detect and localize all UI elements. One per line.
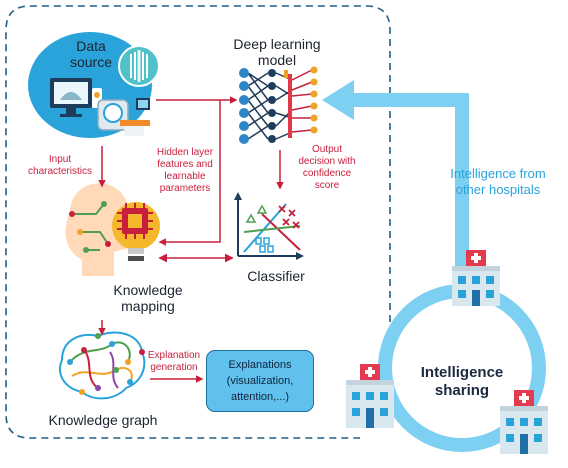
- explanations-box: Explanations (visualization, attention,.…: [206, 350, 314, 412]
- hospital-icon: [346, 364, 394, 428]
- monitor-icon: [50, 78, 102, 117]
- xray-icon: [118, 45, 160, 87]
- neural-network-icon: [239, 66, 318, 144]
- flow-arrows: [98, 96, 284, 383]
- hospital-icon: [500, 390, 548, 454]
- knowledge-graph-icon: [59, 331, 146, 400]
- classifier-label: Classifier: [247, 268, 305, 284]
- scatter-classifier-icon: [234, 192, 304, 260]
- ring-arrow-head: [322, 80, 354, 120]
- mri-scanner-icon: [97, 98, 150, 136]
- dashed-frame: [5, 5, 391, 439]
- data-source-icon: [28, 32, 160, 138]
- hospital-icon: [452, 250, 500, 306]
- arrow-hidden-to-mapping: [158, 100, 221, 246]
- knowledge-graph-label: Knowledge graph: [48, 412, 158, 428]
- head-chip-bulb-icon: [65, 183, 160, 276]
- explanations-text: Explanations (visualization, attention,.…: [226, 359, 294, 403]
